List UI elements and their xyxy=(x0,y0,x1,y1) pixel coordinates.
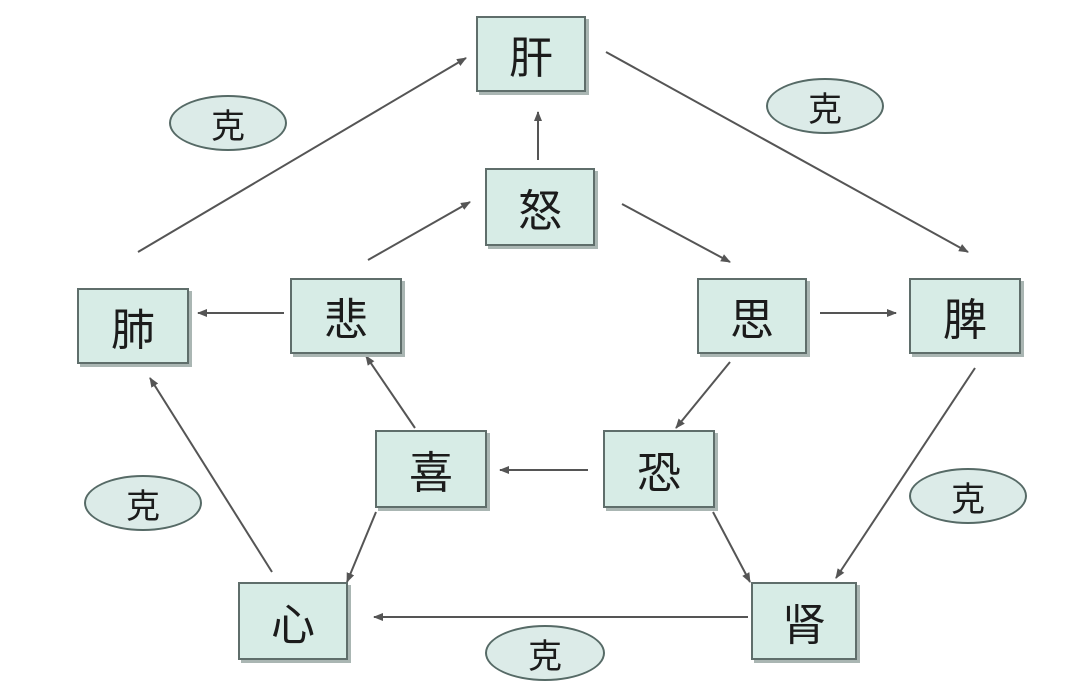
arrow-si-to-kong xyxy=(675,361,731,429)
arrow-xin-to-fei xyxy=(149,377,273,573)
emotion-box-xi: 喜 xyxy=(375,430,487,508)
arrow-gan-to-pi xyxy=(605,51,969,253)
emotion-box-si: 思 xyxy=(697,278,807,354)
arrow-xi-to-bei xyxy=(365,355,416,429)
arrow-pi-to-shen xyxy=(835,367,976,579)
organ-box-shen: 肾 xyxy=(751,582,857,660)
ke-label-bottom-center: 克 xyxy=(485,625,605,681)
ke-label-top-left: 克 xyxy=(169,95,287,151)
arrow-kong-to-shen xyxy=(712,511,751,583)
emotion-box-nu: 怒 xyxy=(485,168,595,246)
organ-box-gan: 肝 xyxy=(476,16,586,92)
arrow-xi-to-xin xyxy=(346,511,377,583)
arrow-fei-to-gan xyxy=(137,57,467,253)
organ-box-pi: 脾 xyxy=(909,278,1021,354)
arrow-bei-to-nu xyxy=(367,201,471,261)
emotion-box-bei: 悲 xyxy=(290,278,402,354)
ke-label-top-right: 克 xyxy=(766,78,884,134)
ke-label-bottom-right: 克 xyxy=(909,468,1027,524)
ke-label-bottom-left: 克 xyxy=(84,475,202,531)
arrow-nu-to-si xyxy=(621,203,731,263)
organ-box-xin: 心 xyxy=(238,582,348,660)
organ-box-fei: 肺 xyxy=(77,288,189,364)
emotion-box-kong: 恐 xyxy=(603,430,715,508)
